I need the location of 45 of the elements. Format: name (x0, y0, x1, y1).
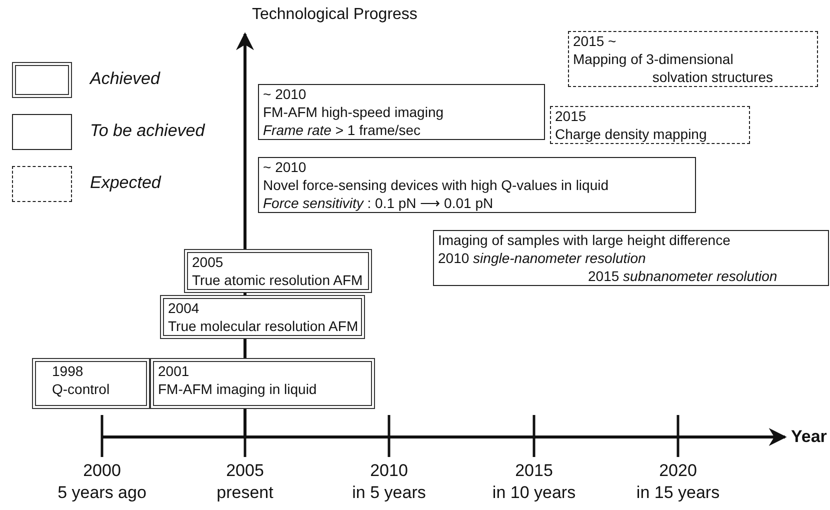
milestone-text: 2010 single-nanometer resolution (438, 249, 647, 267)
milestone-heading: 2015 ~ (573, 32, 618, 50)
milestone-heading: 2001 (158, 362, 190, 380)
milestone-heading: 2004 (168, 299, 200, 317)
legend-text: Expected (90, 173, 161, 193)
milestone-text: Charge density mapping (555, 125, 708, 143)
axis-title: Year (791, 427, 827, 447)
milestone-heading: ~ 2010 (263, 158, 308, 176)
milestone-heading: Imaging of samples with large height difference (438, 231, 732, 249)
year-label: 2000 (83, 461, 121, 481)
milestone-box (258, 157, 696, 213)
milestone-text: Force sensitivity : 0.1 pN ⟶ 0.01 pN (263, 194, 494, 212)
milestone-heading: ~ 2010 (263, 85, 308, 103)
milestone-text: FM-AFM high-speed imaging (263, 103, 445, 121)
year-label: 2010 (370, 461, 408, 481)
milestone-box (160, 295, 365, 339)
milestone-heading: 2005 (192, 253, 224, 271)
period-label: in 15 years (636, 483, 720, 503)
milestone-text: Q-control (52, 380, 111, 398)
milestone-heading: 1998 (52, 362, 84, 380)
legend-text: To be achieved (90, 121, 205, 141)
milestone-text: FM-AFM imaging in liquid (158, 380, 318, 398)
milestone-text: Novel force-sensing devices with high Q-values in liquid (263, 176, 610, 194)
milestone-text: Mapping of 3-dimensional solvation structures (573, 50, 774, 86)
milestone-box (433, 230, 829, 286)
period-label: in 10 years (492, 483, 576, 503)
milestone-text: True molecular resolution AFM (168, 317, 357, 335)
milestone-text: True atomic resolution AFM (192, 271, 364, 289)
year-label: 2005 (226, 461, 264, 481)
period-label: in 5 years (352, 483, 426, 503)
milestone-heading: 2015 (555, 107, 588, 125)
milestone-box (568, 31, 818, 87)
milestone-box (150, 358, 375, 409)
milestone-box (550, 106, 750, 144)
axis-title: Technological Progress (252, 6, 418, 24)
period-label: 5 years ago (58, 483, 146, 503)
milestone-box (184, 249, 372, 293)
legend-text: Achieved (90, 69, 160, 89)
milestone-text: Frame rate > 1 frame/sec (263, 121, 422, 139)
period-label: present (216, 483, 274, 503)
milestone-text: 2015 subnanometer resolution (587, 267, 778, 285)
year-label: 2020 (659, 461, 697, 481)
milestone-box (258, 84, 545, 140)
year-label: 2015 (515, 461, 553, 481)
milestone-box (32, 358, 150, 409)
